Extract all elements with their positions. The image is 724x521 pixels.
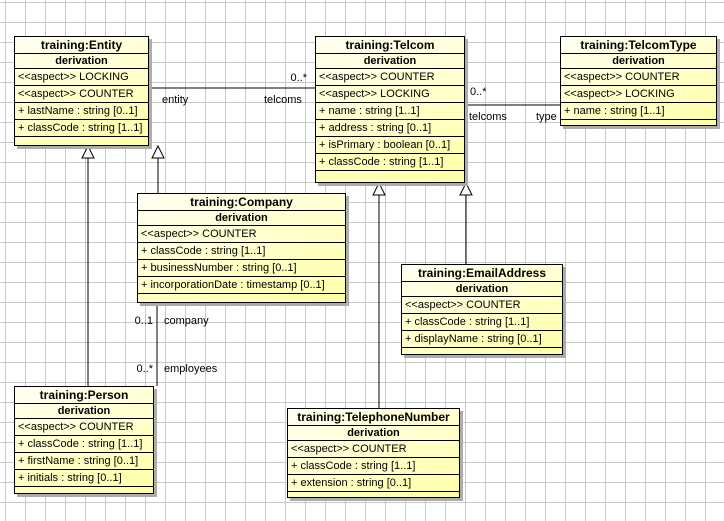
role-label-entity[interactable]: entity: [162, 94, 189, 106]
aspect-row[interactable]: <<aspect>> COUNTER: [15, 419, 153, 436]
generalization-arrow-emailaddress-telcom[interactable]: [459, 181, 473, 196]
role-label-type[interactable]: type: [536, 111, 557, 123]
class-name[interactable]: training:Company: [138, 194, 345, 211]
class-name[interactable]: training:TelephoneNumber: [288, 409, 459, 426]
class-training-telephonenumber[interactable]: training:TelephoneNumber derivation <<as…: [287, 408, 460, 498]
role-label-company[interactable]: company: [164, 315, 209, 327]
attribute-row[interactable]: + address : string [0..1]: [316, 120, 464, 137]
operations-compartment: [15, 137, 148, 145]
attribute-row[interactable]: + name : string [1..1]: [561, 103, 716, 120]
class-subtitle: derivation: [288, 426, 459, 441]
class-name[interactable]: training:TelcomType: [561, 37, 716, 54]
class-subtitle: derivation: [316, 54, 464, 69]
attribute-row[interactable]: + classCode : string [1..1]: [316, 154, 464, 171]
attribute-row[interactable]: + classCode : string [1..1]: [402, 314, 562, 331]
operations-compartment: [15, 487, 153, 493]
operations-compartment: [561, 120, 716, 125]
attribute-row[interactable]: + name : string [1..1]: [316, 103, 464, 120]
aspect-row[interactable]: <<aspect>> LOCKING: [561, 86, 716, 103]
aspect-row[interactable]: <<aspect>> COUNTER: [15, 86, 148, 103]
aspect-row[interactable]: <<aspect>> LOCKING: [316, 86, 464, 103]
operations-compartment: [138, 294, 345, 302]
role-label-telcoms-type[interactable]: telcoms: [469, 111, 507, 123]
class-name[interactable]: training:Person: [15, 387, 153, 404]
class-training-entity[interactable]: training:Entity derivation <<aspect>> LO…: [14, 36, 149, 146]
generalization-arrow-telephonenumber-telcom[interactable]: [372, 181, 386, 196]
aspect-row[interactable]: <<aspect>> COUNTER: [288, 441, 459, 458]
attribute-row[interactable]: + businessNumber : string [0..1]: [138, 260, 345, 277]
class-name[interactable]: training:EmailAddress: [402, 265, 562, 282]
operations-compartment: [316, 171, 464, 182]
class-subtitle: derivation: [15, 54, 148, 69]
aspect-row[interactable]: <<aspect>> COUNTER: [402, 297, 562, 314]
aspect-row[interactable]: <<aspect>> LOCKING: [15, 69, 148, 86]
attribute-row[interactable]: + extension : string [0..1]: [288, 475, 459, 492]
attribute-row[interactable]: + classCode : string [1..1]: [138, 243, 345, 260]
aspect-row[interactable]: <<aspect>> COUNTER: [561, 69, 716, 86]
attribute-row[interactable]: + initials : string [0..1]: [15, 470, 153, 487]
multiplicity-label-company[interactable]: 0..1: [134, 315, 153, 327]
class-training-telcomtype[interactable]: training:TelcomType derivation <<aspect>…: [560, 36, 717, 126]
attribute-row[interactable]: + displayName : string [0..1]: [402, 331, 562, 348]
attribute-row[interactable]: + isPrimary : boolean [0..1]: [316, 137, 464, 154]
aspect-row[interactable]: <<aspect>> COUNTER: [316, 69, 464, 86]
role-label-employees[interactable]: employees: [164, 363, 218, 375]
multiplicity-label-telcoms[interactable]: 0..*: [290, 72, 307, 84]
attribute-row[interactable]: + lastName : string [0..1]: [15, 103, 148, 120]
attribute-row[interactable]: + classCode : string [1..1]: [288, 458, 459, 475]
generalization-arrow-company-entity[interactable]: [151, 144, 165, 159]
generalization-arrow-person-entity[interactable]: [81, 144, 95, 159]
class-subtitle: derivation: [138, 211, 345, 226]
class-subtitle: derivation: [15, 404, 153, 419]
attribute-row[interactable]: + incorporationDate : timestamp [0..1]: [138, 277, 345, 294]
attribute-row[interactable]: + firstName : string [0..1]: [15, 453, 153, 470]
operations-compartment: [402, 348, 562, 354]
class-training-person[interactable]: training:Person derivation <<aspect>> CO…: [14, 386, 154, 494]
class-training-company[interactable]: training:Company derivation <<aspect>> C…: [137, 193, 346, 303]
operations-compartment: [288, 492, 459, 497]
role-label-telcoms[interactable]: telcoms: [264, 94, 302, 106]
class-name[interactable]: training:Entity: [15, 37, 148, 54]
multiplicity-label-telcoms-type[interactable]: 0..*: [470, 86, 487, 98]
class-training-emailaddress[interactable]: training:EmailAddress derivation <<aspec…: [401, 264, 563, 355]
attribute-row[interactable]: + classCode : string [1..1]: [15, 436, 153, 453]
attribute-row[interactable]: + classCode : string [1..1]: [15, 120, 148, 137]
class-training-telcom[interactable]: training:Telcom derivation <<aspect>> CO…: [315, 36, 465, 183]
class-subtitle: derivation: [561, 54, 716, 69]
multiplicity-label-employees[interactable]: 0..*: [136, 363, 153, 375]
aspect-row[interactable]: <<aspect>> COUNTER: [138, 226, 345, 243]
class-subtitle: derivation: [402, 282, 562, 297]
class-name[interactable]: training:Telcom: [316, 37, 464, 54]
